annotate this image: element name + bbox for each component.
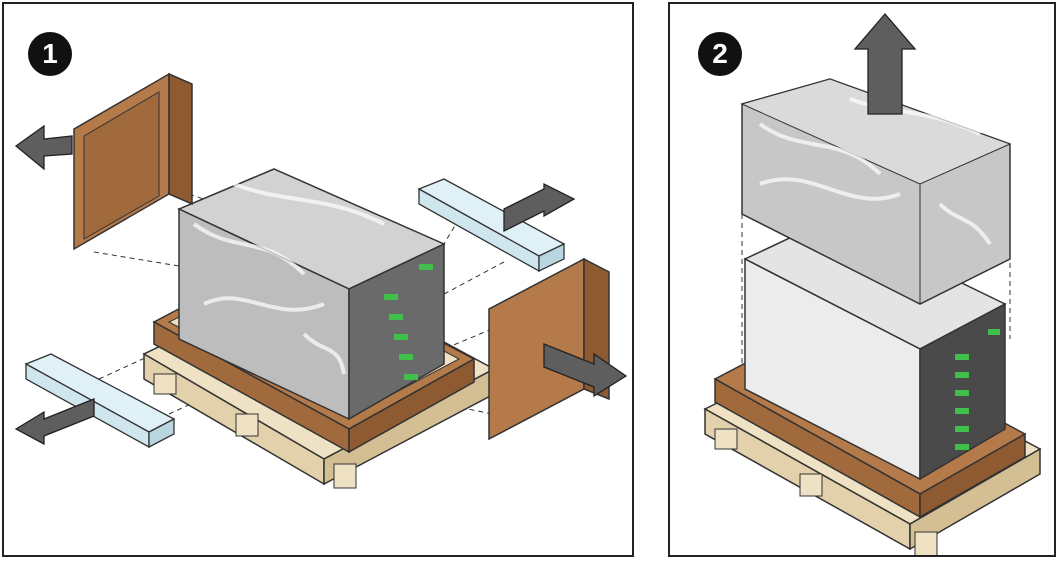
plastic-cover [740,78,1012,305]
arrow-right-icon [543,343,628,398]
step-1-badge: 1 [28,32,72,76]
step-2-panel: 2 [668,2,1056,557]
arrow-up-icon [853,13,917,115]
arrow-left-icon [14,398,95,446]
server-chassis [743,218,1007,481]
step-2-illustration [703,13,1042,555]
foam-block-top [417,178,566,273]
arrow-right-icon [503,182,576,233]
status-leds [955,329,1000,450]
step-1-panel: 1 [2,2,634,557]
wrapped-server [177,168,446,421]
step-1-illustration [14,72,628,489]
arrow-left-icon [14,124,73,171]
step-2-badge: 2 [698,32,742,76]
left-end-cap [73,72,193,251]
